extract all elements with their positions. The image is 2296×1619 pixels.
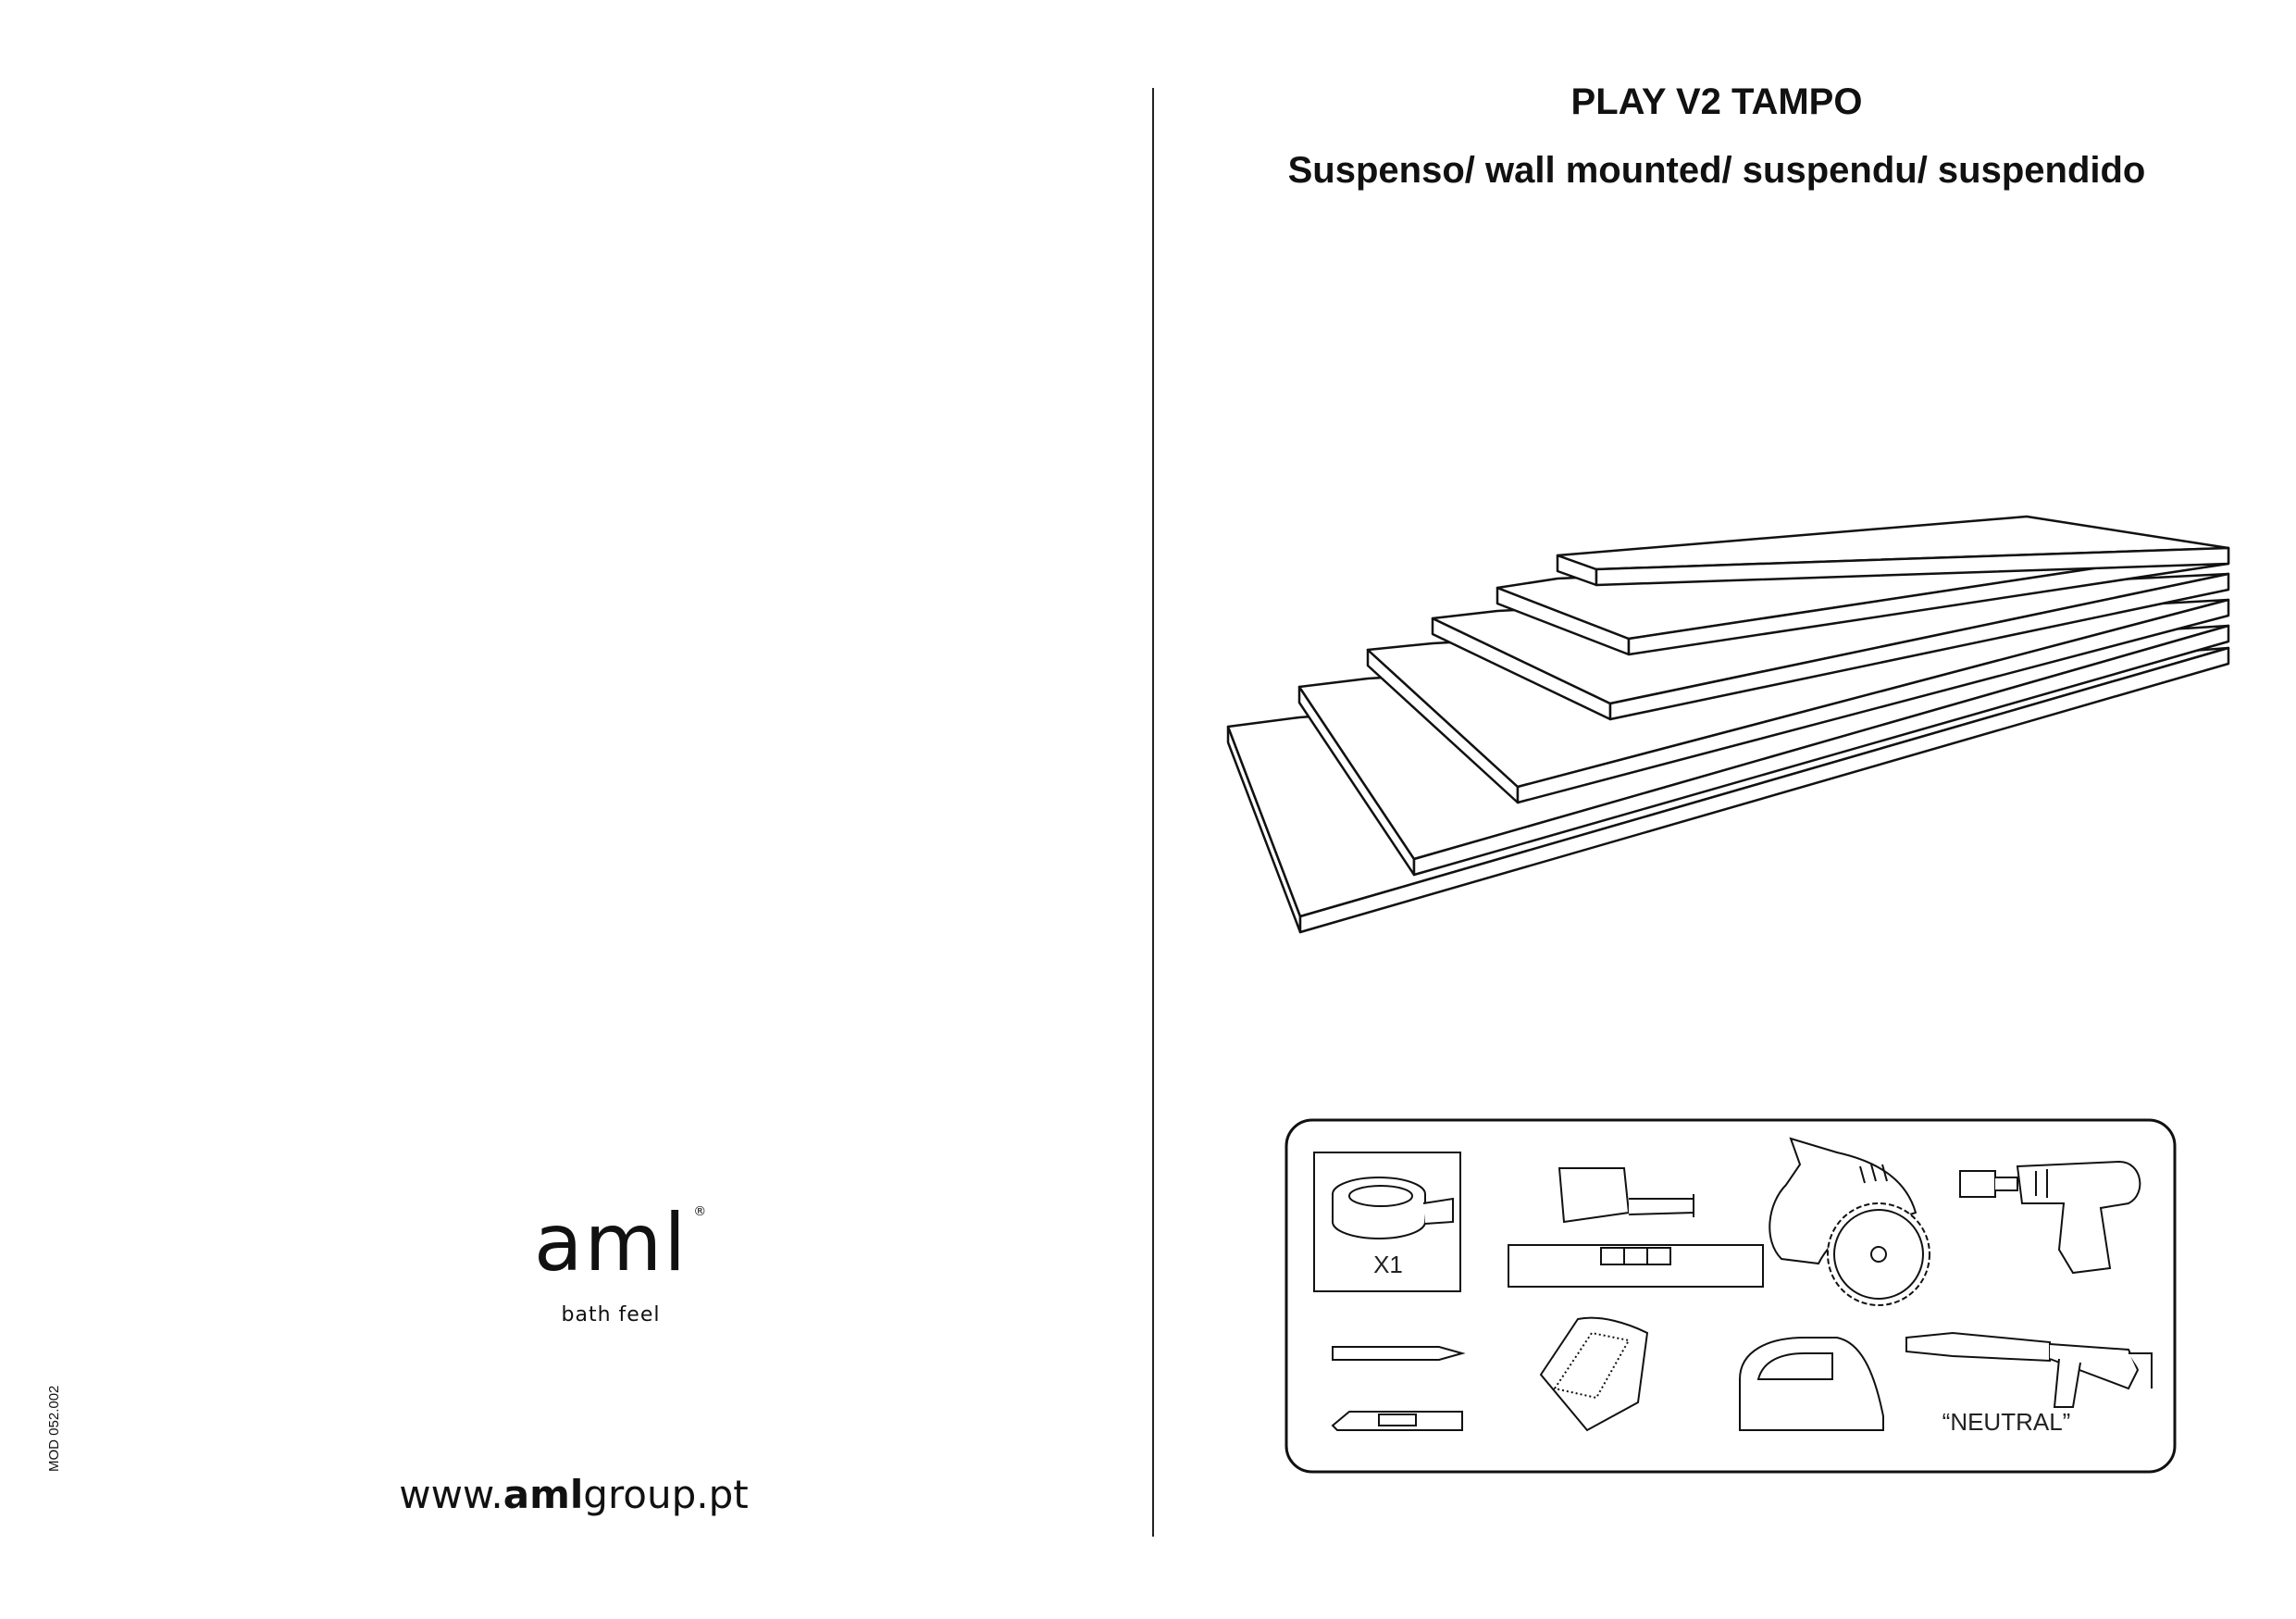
- logo-text: aml: [533, 1197, 689, 1289]
- iron-icon: [1739, 1337, 1884, 1431]
- logo-wordmark: aml ®: [534, 1203, 706, 1283]
- utility-knife-icon: [1331, 1411, 1463, 1431]
- caulking-gun-icon: “NEUTRAL”: [1905, 1331, 2153, 1436]
- url-bold: aml: [503, 1472, 584, 1517]
- spirit-level-icon: [1508, 1244, 1764, 1288]
- brand-logo: aml ® bath feel: [481, 1203, 740, 1326]
- page-divider: [1152, 88, 1154, 1537]
- sandpaper-icon: [1539, 1316, 1649, 1432]
- tape-quantity-label: X1: [1373, 1251, 1403, 1278]
- drill-with-hole-saw-icon: [1959, 1160, 2141, 1275]
- url-suffix: group.pt: [583, 1472, 749, 1517]
- pencil-icon: [1332, 1346, 1466, 1361]
- sealant-type-label: “NEUTRAL”: [1942, 1408, 2071, 1436]
- document-subtitle: Suspenso/ wall mounted/ suspendu/ suspen…: [1287, 150, 2146, 191]
- circular-saw-icon: [1769, 1137, 1930, 1306]
- brand-tagline: bath feel: [561, 1303, 661, 1326]
- document-title: PLAY V2 TAMPO: [1570, 81, 1863, 122]
- adhesive-tape-roll-icon: X1: [1313, 1152, 1461, 1292]
- url-prefix: www.: [399, 1472, 503, 1517]
- measuring-tape-icon: [1558, 1167, 1694, 1224]
- website-link[interactable]: www.amlgroup.pt: [278, 1472, 870, 1517]
- registered-mark: ®: [693, 1204, 709, 1219]
